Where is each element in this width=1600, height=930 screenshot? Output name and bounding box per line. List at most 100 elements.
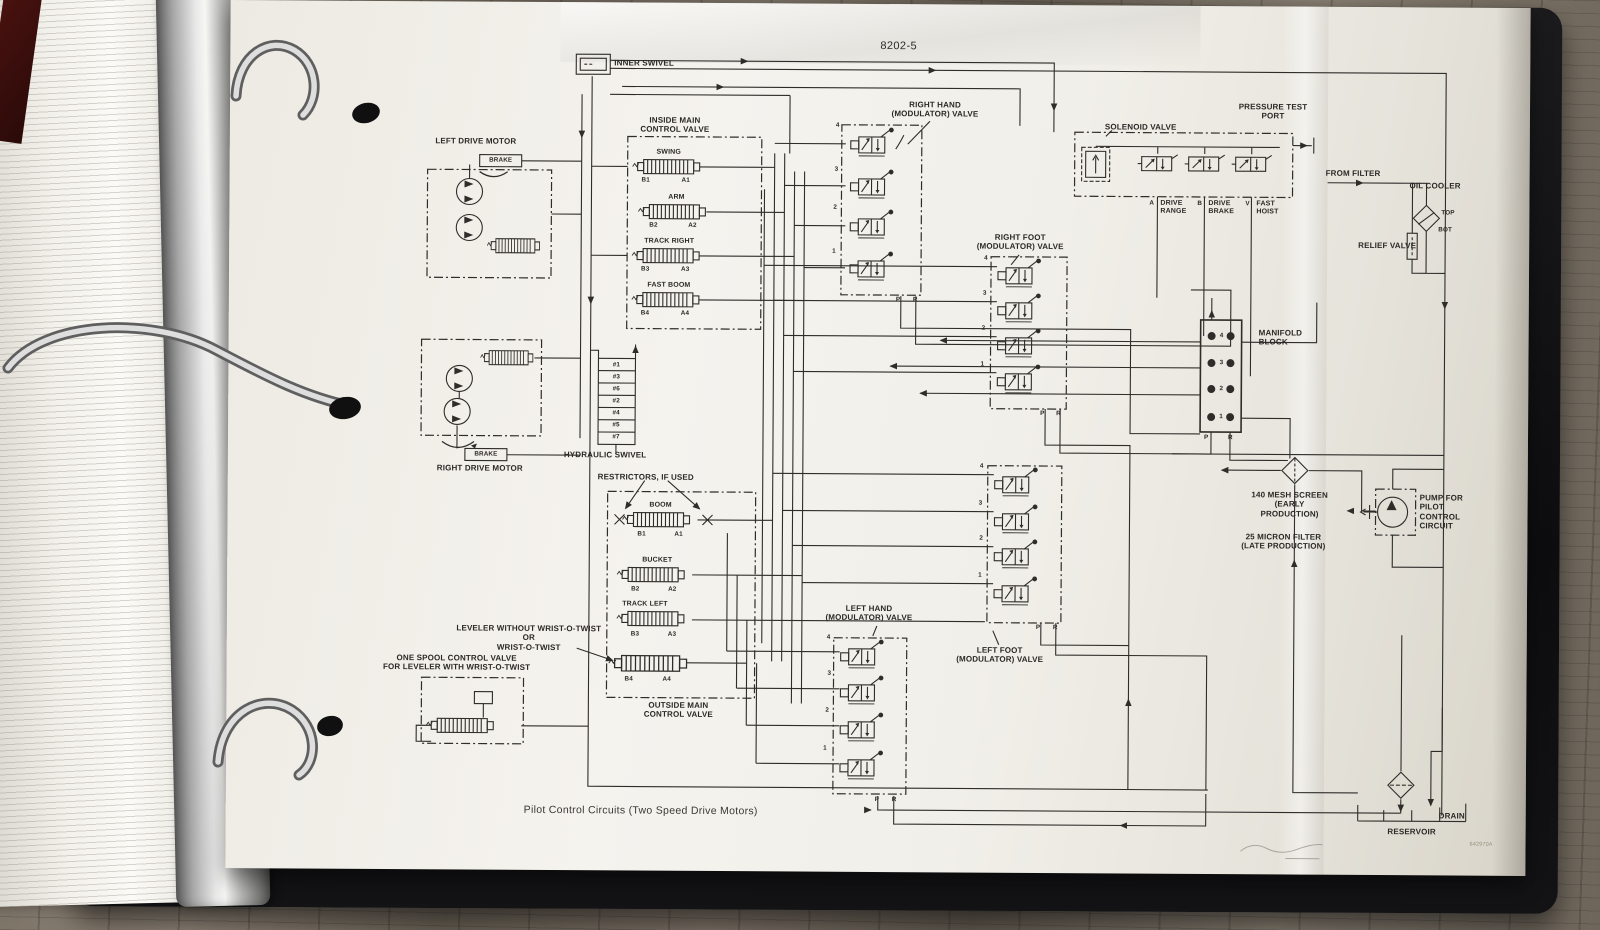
reservoir-label: RESERVOIR [1387, 827, 1436, 837]
manual-page: 8202-5 INNER SWIVEL LEFT DRIVE MOTOR BRA… [225, 0, 1531, 876]
fast-hoist-label: FAST HOIST [1256, 200, 1279, 216]
rf-num-3: 3 [982, 289, 987, 297]
left-brake-label: BRAKE [489, 156, 513, 164]
solenoid-valve-title: SOLENOID VALVE [1104, 122, 1177, 132]
track-right-port-b: B3 [641, 265, 650, 273]
track-left-label: TRACK LEFT [622, 600, 668, 608]
swing-port-b: B1 [641, 176, 650, 184]
leveler-port-a: A4 [662, 675, 671, 683]
pilot-pump-label: PUMP FOR PILOT CONTROL CIRCUIT [1419, 493, 1463, 531]
mesh-screen-label: 140 MESH SCREEN (EARLY PRODUCTION) [1251, 490, 1328, 519]
rf-port-r: R [1056, 410, 1061, 418]
solenoid-port-b: B [1197, 199, 1203, 207]
rh-num-3: 3 [834, 165, 839, 173]
component-boxes [420, 124, 1417, 795]
fast-boom-port-b: B4 [640, 309, 650, 317]
right-brake-label: BRAKE [474, 450, 498, 458]
bucket-port-a: A2 [668, 585, 677, 593]
one-spool-valve-label: ONE SPOOL CONTROL VALVE FOR LEVELER WITH… [382, 653, 531, 673]
manifold-num-4: 4 [1219, 332, 1224, 340]
lh-num-3: 3 [827, 669, 832, 677]
lf-num-4: 4 [979, 462, 984, 470]
track-left-port-a: A3 [667, 630, 677, 638]
lf-port-r: R [1052, 624, 1058, 632]
relief-valve-label: RELIEF VALVE [1358, 240, 1417, 251]
lf-num-2: 2 [979, 534, 984, 542]
arm-port-b: B2 [649, 221, 658, 229]
track-right-port-a: A3 [681, 265, 690, 273]
drain-label: DRAIN [1438, 811, 1465, 821]
outside-main-valve-title: OUTSIDE MAIN CONTROL VALVE [643, 700, 713, 720]
leveler-port-b: B4 [624, 675, 633, 683]
rh-num-2: 2 [833, 203, 838, 211]
right-hand-valve-title: RIGHT HAND (MODULATOR) VALVE [891, 100, 979, 120]
boom-label: BOOM [649, 501, 672, 509]
figure-caption: Pilot Control Circuits (Two Speed Drive … [523, 803, 758, 818]
hydraulic-schematic [415, 53, 1467, 860]
connection-lines [415, 57, 1467, 860]
track-right-label: TRACK RIGHT [644, 237, 695, 245]
arm-port-a: A2 [688, 221, 697, 229]
boom-port-a: A1 [674, 530, 683, 538]
rf-port-p: P [1040, 409, 1045, 418]
left-drive-motor-label: LEFT DRIVE MOTOR [435, 136, 517, 146]
swing-port-a: A1 [681, 176, 690, 184]
manifold-block-label: MANIFOLD BLOCK [1258, 328, 1303, 347]
leveler-note: LEVELER WITHOUT WRIST-O-TWIST OR WRIST-O… [456, 623, 602, 652]
drive-brake-label: DRIVE BRAKE [1208, 200, 1235, 216]
swivel-port-7: #7 [612, 433, 620, 441]
inside-main-valve-title: INSIDE MAIN CONTROL VALVE [640, 115, 710, 135]
micron-filter-label: 25 MICRON FILTER (LATE PRODUCTION) [1241, 532, 1326, 552]
fast-boom-label: FAST BOOM [647, 281, 691, 289]
swivel-port-2: #2 [612, 397, 620, 405]
fast-boom-port-a: A4 [680, 309, 690, 317]
lh-num-2: 2 [825, 706, 830, 714]
cooler-top-label: TOP [1441, 209, 1455, 217]
right-foot-valve-title: RIGHT FOOT (MODULATOR) VALVE [976, 232, 1064, 252]
drive-range-label: DRIVE RANGE [1160, 199, 1187, 216]
arm-label: ARM [668, 193, 685, 201]
figure-code: 642970A [1469, 841, 1493, 848]
swing-label: SWING [656, 148, 682, 156]
lf-num-1: 1 [978, 571, 982, 579]
manifold-num-3: 3 [1219, 359, 1224, 367]
oil-cooler-label: OIL COOLER [1409, 181, 1461, 191]
lf-num-3: 3 [978, 499, 983, 507]
bucket-port-b: B2 [631, 585, 640, 593]
solenoid-port-v: V [1245, 200, 1250, 208]
manifold-num-1: 1 [1219, 413, 1223, 421]
swivel-port-4: #4 [612, 409, 620, 417]
swivel-port-5: #5 [612, 421, 620, 429]
lh-port-p: P [874, 795, 880, 804]
lf-port-p: P [1035, 623, 1041, 631]
bucket-label: BUCKET [642, 556, 673, 564]
rh-port-r: R [912, 296, 918, 304]
restrictors-label: RESTRICTORS, IF USED [597, 472, 694, 482]
lh-num-1: 1 [823, 744, 827, 752]
manifold-port-r: R [1227, 434, 1233, 442]
rh-num-4: 4 [835, 121, 840, 129]
swivel-port-3: #3 [612, 373, 621, 381]
inner-swivel-label: INNER SWIVEL [614, 58, 674, 68]
rf-num-4: 4 [984, 254, 988, 262]
rf-num-2: 2 [981, 324, 986, 332]
rh-num-1: 1 [832, 247, 836, 255]
left-foot-valve-title: LEFT FOOT (MODULATOR) VALVE [956, 645, 1044, 665]
swivel-port-6: #6 [612, 385, 620, 393]
pressure-test-port-label: PRESSURE TEST PORT [1238, 102, 1308, 121]
manifold-num-2: 2 [1219, 385, 1224, 393]
lh-port-r: R [891, 796, 897, 804]
left-hand-valve-title: LEFT HAND (MODULATOR) VALVE [825, 603, 913, 623]
right-drive-motor-label: RIGHT DRIVE MOTOR [436, 463, 523, 473]
swivel-port-1: #1 [612, 361, 621, 369]
rf-num-1: 1 [980, 360, 985, 368]
rh-port-p: P [895, 296, 901, 304]
lh-num-4: 4 [826, 633, 831, 641]
component-symbols [425, 53, 1440, 799]
from-filter-label: FROM FILTER [1325, 168, 1381, 179]
solenoid-port-a: A [1149, 199, 1155, 207]
track-left-port-b: B3 [630, 630, 640, 638]
boom-port-b: B1 [637, 530, 646, 538]
manifold-port-p: P [1203, 433, 1209, 442]
